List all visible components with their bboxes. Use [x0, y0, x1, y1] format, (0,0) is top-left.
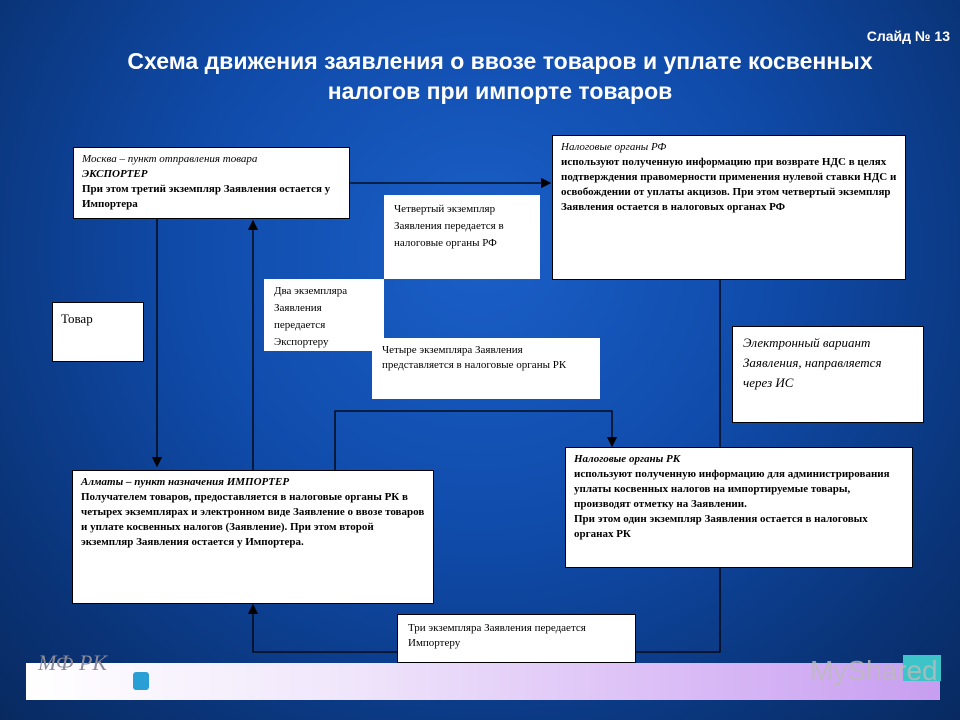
mf-rk-logo: МФ РК — [38, 650, 108, 675]
tax-rf-heading: Налоговые органы РФ — [561, 141, 667, 153]
tax-rk-text-1: используют полученную информацию для адм… — [574, 468, 890, 495]
slide-number: Слайд № 13 — [866, 28, 950, 44]
tax-rk-text-2: производят отметку на Заявлении. — [574, 498, 747, 510]
tax-rk-box: Налоговые органы РК используют полученну… — [565, 447, 913, 568]
tax-rk-text-3: При этом один экземпляр Заявления остает… — [574, 513, 868, 540]
fourth-copy-box: Четвертый экземпляр Заявления передается… — [384, 195, 540, 279]
flag-icon — [133, 672, 149, 690]
almaty-heading: Алматы – пункт назначения ИМПОРТЕР — [81, 476, 290, 488]
moscow-role: ЭКСПОРТЕР — [82, 168, 148, 180]
electronic-version-box: Электронный вариант Заявления, направляе… — [732, 326, 924, 423]
goods-box: Товар — [52, 302, 144, 362]
almaty-importer-box: Алматы – пункт назначения ИМПОРТЕР Получ… — [72, 470, 434, 604]
tax-rf-box: Налоговые органы РФ используют полученну… — [552, 135, 906, 280]
three-copies-box: Три экземпляра Заявления передается Импо… — [397, 614, 636, 663]
almaty-text: Получателем товаров, предоставляется в н… — [81, 491, 425, 548]
two-copies-box: Два экземпляра Заявления передается Эксп… — [264, 279, 384, 351]
corner-decoration — [903, 655, 941, 681]
moscow-heading: Москва – пункт отправления товара — [82, 153, 258, 165]
four-copies-box: Четыре экземпляра Заявления представляет… — [372, 338, 600, 399]
moscow-exporter-box: Москва – пункт отправления товара ЭКСПОР… — [73, 147, 350, 219]
tax-rf-text: используют полученную информацию при воз… — [561, 156, 897, 213]
footer-bar — [26, 663, 940, 700]
arrow-almaty-to-tax-rk — [334, 410, 618, 470]
moscow-text: При этом третий экземпляр Заявления оста… — [82, 183, 331, 210]
myshared-watermark: MyShared — [810, 655, 938, 686]
tax-rk-heading: Налоговые органы РК — [574, 453, 681, 465]
slide-title: Схема движения заявления о ввозе товаров… — [127, 48, 873, 104]
